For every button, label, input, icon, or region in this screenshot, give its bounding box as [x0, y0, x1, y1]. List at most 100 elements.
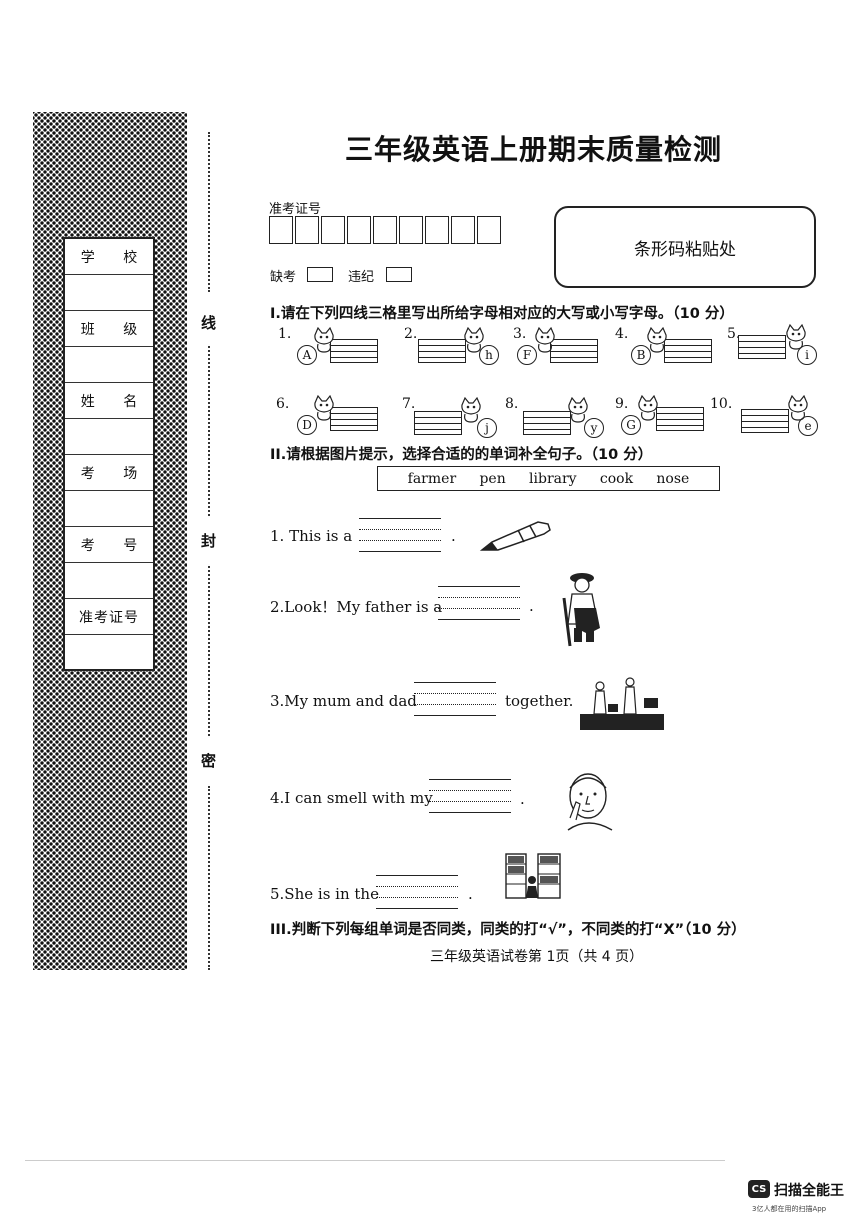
word-bank-item: pen	[479, 470, 506, 487]
four-line-box[interactable]	[330, 407, 378, 431]
cat-icon	[638, 395, 658, 421]
letter-circle: F	[517, 345, 537, 365]
word-bank-item: cook	[599, 470, 634, 487]
item-number: 7.	[402, 396, 416, 412]
answer-blank-5[interactable]	[376, 875, 458, 909]
cut-line-segment	[208, 566, 210, 736]
student-info-table: 学 校 班 级 姓 名 考 场 考 号 准考证号	[63, 237, 155, 671]
absent-checkbox[interactable]	[307, 267, 333, 282]
four-line-box[interactable]	[330, 339, 378, 363]
four-line-box[interactable]	[414, 411, 462, 435]
four-line-box[interactable]	[550, 339, 598, 363]
question-1-end: .	[451, 527, 456, 545]
admission-number-field[interactable]	[65, 635, 153, 671]
cat-icon	[464, 327, 484, 353]
library-icon	[505, 853, 561, 899]
cut-line-char-mi: 密	[201, 752, 217, 770]
question-3-text: 3.My mum and dad	[270, 692, 417, 710]
item-number: 9.	[615, 396, 629, 412]
exam-room-label: 考 场	[65, 455, 153, 491]
item-number: 3.	[513, 326, 527, 342]
letter-circle: j	[477, 418, 497, 438]
question-4-text: 4.I can smell with my	[270, 789, 433, 807]
answer-blank-3[interactable]	[414, 682, 496, 716]
four-line-box[interactable]	[741, 409, 789, 433]
class-field[interactable]	[65, 347, 153, 383]
cut-line-segment	[208, 346, 210, 516]
cat-icon	[535, 327, 555, 353]
cat-icon	[788, 395, 808, 421]
admission-number-label: 准考证号	[65, 599, 153, 635]
letter-circle: e	[798, 416, 818, 436]
item-number: 5.	[727, 326, 741, 342]
bottom-divider	[25, 1160, 725, 1161]
four-line-box[interactable]	[523, 411, 571, 435]
section2-heading: II.请根据图片提示，选择合适的的单词补全句子。（10 分）	[270, 447, 653, 463]
exam-number-field[interactable]	[65, 563, 153, 599]
camscanner-logo-icon: CS	[748, 1180, 770, 1198]
cat-icon	[314, 395, 334, 421]
word-bank-item: library	[529, 470, 577, 487]
letter-circle: G	[621, 415, 641, 435]
item-number: 10.	[710, 396, 733, 412]
cut-line-segment	[208, 786, 210, 970]
item-number: 6.	[276, 396, 290, 412]
cut-line-char-feng: 封	[201, 532, 217, 550]
school-field[interactable]	[65, 275, 153, 311]
word-bank-item: nose	[656, 470, 690, 487]
cat-icon	[647, 327, 667, 353]
absent-label: 缺考	[270, 270, 297, 285]
question-5-text: 5.She is in the	[270, 885, 379, 903]
violation-label: 违纪	[348, 270, 375, 285]
question-2-end: .	[529, 597, 534, 615]
question-1-text: 1. This is a	[270, 527, 353, 545]
violation-checkbox[interactable]	[386, 267, 412, 282]
farmer-icon	[562, 573, 600, 647]
item-number: 4.	[615, 326, 629, 342]
section1-heading: I.请在下列四线三格里写出所给字母相对应的大写或小写字母。（10 分）	[270, 306, 734, 322]
item-number: 1.	[278, 326, 292, 342]
item-number: 8.	[505, 396, 519, 412]
exam-number-label: 考 号	[65, 527, 153, 563]
exam-room-field[interactable]	[65, 491, 153, 527]
camscanner-tagline: 3亿人都在用的扫描App	[752, 1205, 827, 1213]
answer-blank-1[interactable]	[359, 518, 441, 552]
cat-icon	[568, 397, 588, 423]
question-3-end: together.	[505, 692, 574, 710]
letter-circle: y	[584, 418, 604, 438]
cat-icon	[786, 324, 806, 350]
four-line-box[interactable]	[418, 339, 466, 363]
letter-circle: B	[631, 345, 651, 365]
item-number: 2.	[404, 326, 418, 342]
four-line-box[interactable]	[664, 339, 712, 363]
answer-blank-2[interactable]	[438, 586, 520, 620]
school-label: 学 校	[65, 239, 153, 275]
name-label: 姓 名	[65, 383, 153, 419]
section3-heading: III.判断下列每组单词是否同类，同类的打“√”，不同类的打“X”（10 分）	[270, 922, 746, 938]
four-line-box[interactable]	[738, 335, 786, 359]
cooking-icon	[580, 677, 664, 730]
letter-circle: i	[797, 345, 817, 365]
word-bank-item: farmer	[407, 470, 457, 487]
class-label: 班 级	[65, 311, 153, 347]
four-line-box[interactable]	[656, 407, 704, 431]
page-footer: 三年级英语试卷第 1页（共 4 页）	[430, 949, 644, 965]
question-2-text: 2.Look！My father is a	[270, 598, 443, 616]
exam-no-label: 准考证号	[269, 202, 322, 217]
camscanner-name: 扫描全能王	[774, 1183, 844, 1199]
question-5-end: .	[468, 885, 473, 903]
letter-circle: D	[297, 415, 317, 435]
question-4-end: .	[520, 790, 525, 808]
answer-blank-4[interactable]	[429, 779, 511, 813]
letter-circle: A	[297, 345, 317, 365]
exam-no-boxes[interactable]	[269, 216, 503, 244]
barcode-label: 条形码粘贴处	[634, 239, 736, 260]
cut-line-segment	[208, 132, 210, 292]
boy-nose-icon	[567, 773, 613, 831]
cat-icon	[461, 397, 481, 423]
word-bank: farmer pen library cook nose	[377, 466, 720, 491]
letter-circle: h	[479, 345, 499, 365]
name-field[interactable]	[65, 419, 153, 455]
cat-icon	[314, 327, 334, 353]
barcode-area: 条形码粘贴处	[554, 206, 816, 288]
